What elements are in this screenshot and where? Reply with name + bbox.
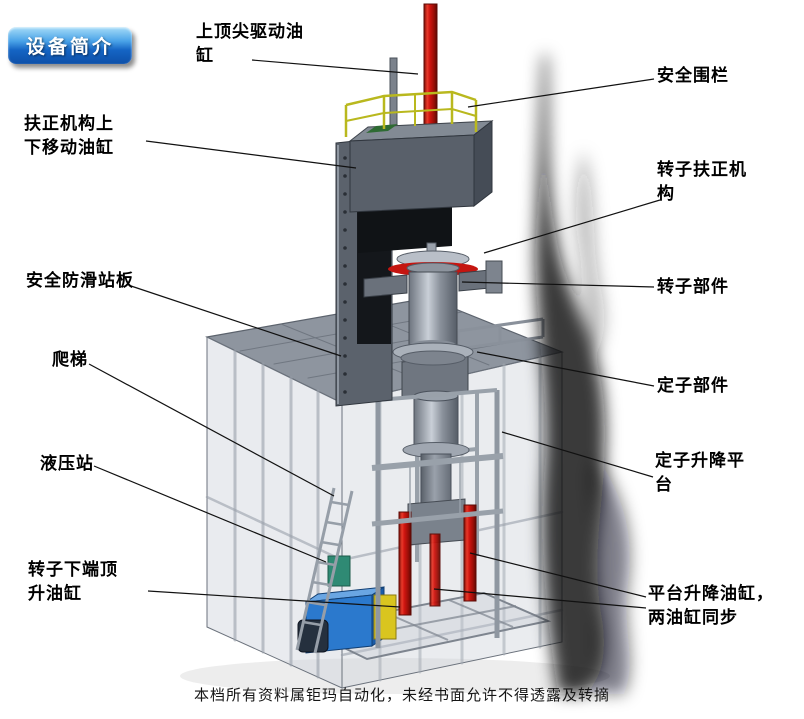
press-throat [358, 197, 452, 253]
footer-copyright: 本档所有资料属钜玛自动化，未经书面允许不得透露及转摘 [193, 686, 610, 704]
top-red-cylinder [423, 3, 438, 138]
label-rotor-jack-cylinder: 转子下端顶 升油缸 [28, 560, 118, 605]
leader-hydraulic-station [93, 465, 327, 563]
platform-cylinder-left [429, 533, 441, 607]
leader-stator-platform [501, 431, 654, 478]
leader-rotor-jack-cylinder [147, 590, 401, 608]
leader-platform-cylinder-left [433, 588, 647, 609]
leader-lines [88, 59, 661, 609]
ground-shadow [180, 658, 610, 694]
smoke-shadow [535, 55, 631, 694]
head-assembly [348, 119, 494, 213]
access-ladder [295, 487, 354, 654]
top-drive-cylinder-graphic [389, 3, 438, 139]
label-centering-cylinder: 扶正机构上 下移动油缸 [24, 114, 114, 159]
centering-bracket [485, 260, 503, 294]
label-rotor-part: 转子部件 [657, 277, 729, 297]
label-ladder: 爬梯 [52, 350, 88, 370]
lift-frame-front-posts [371, 388, 504, 648]
leader-stator-part [476, 351, 655, 387]
rotor-assembly [363, 242, 503, 366]
leader-safety-fence [467, 78, 655, 108]
label-safety-fence: 安全围栏 [657, 66, 729, 86]
platform-green-pad [366, 124, 398, 133]
rotor-body [408, 271, 458, 347]
centering-arm-left [363, 274, 408, 298]
label-stator-platform: 定子升降平 台 [655, 451, 745, 496]
leader-rotor-part [461, 281, 655, 288]
rotor-jack-cylinder-graphic [398, 511, 412, 616]
leader-top-drive-cylinder [251, 59, 419, 75]
safety-fence-railing [344, 90, 478, 137]
label-platform-cylinders: 平台升降油缸， 两油缸同步 [648, 584, 774, 629]
label-rotor-centering: 转子扶正机 构 [657, 160, 747, 205]
label-top-drive-cylinder: 上顶尖驱动油 缸 [196, 22, 304, 67]
label-stator-part: 定子部件 [657, 376, 729, 396]
leader-platform-cylinder-right [469, 552, 647, 598]
label-hydraulic-station: 液压站 [40, 454, 94, 474]
leader-rotor-centering [483, 199, 661, 254]
leader-ladder [88, 363, 335, 497]
label-antislip-plate: 安全防滑站板 [26, 271, 134, 291]
leader-centering-cylinder [145, 140, 357, 169]
section-badge-label: 设备简介 [25, 36, 114, 58]
leader-antislip-plate [130, 285, 342, 357]
column-bolts [343, 156, 347, 394]
section-badge: 设备简介 [8, 27, 132, 64]
